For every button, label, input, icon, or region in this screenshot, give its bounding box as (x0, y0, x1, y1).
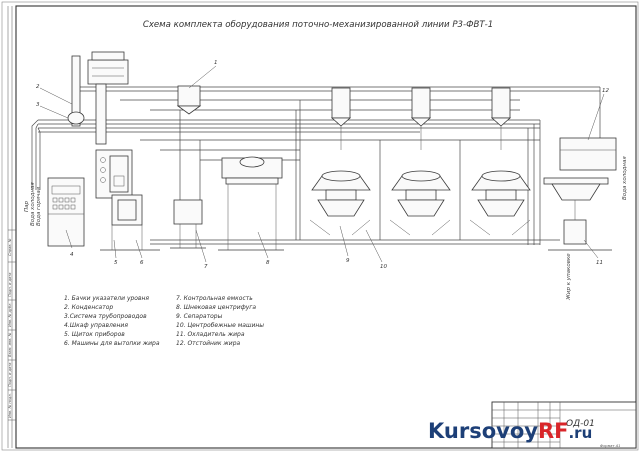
left-margin-strip: Справ. № Подп. и дата Инв. № дубл. Взам.… (7, 6, 16, 448)
watermark-part-ru: .ru (568, 424, 592, 442)
callout-number: 8 (266, 260, 270, 266)
screw-centrifuge (218, 156, 284, 251)
callout-number: 5 (114, 260, 118, 266)
separator-1 (309, 87, 371, 236)
callout-number: 6 (140, 260, 144, 266)
side-label-cold-water-right: Вода холодная (622, 156, 628, 200)
legend-item: 5. Щиток приборов (64, 331, 125, 338)
level-indicator-tank (176, 85, 202, 115)
margin-label: Подп. и дата (8, 363, 12, 387)
callout-number: 4 (70, 252, 74, 258)
watermark-part-kursovoy: Kursovoy (428, 419, 538, 443)
control-tank (170, 199, 206, 249)
margin-label: Инв. № подл. (8, 393, 12, 418)
side-label-steam: Пар (24, 200, 30, 212)
control-cabinet (47, 177, 85, 247)
rendering-machine (100, 194, 160, 251)
legend-item: 8. Шнековая центрифуга (176, 304, 256, 311)
callout-number: 11 (596, 260, 603, 266)
separator-3 (469, 87, 531, 236)
margin-label: Взам. инв. № (8, 332, 12, 357)
watermark-part-rf: RF (538, 419, 569, 443)
margin-label: Справ. № (8, 238, 12, 256)
callout-number: 9 (346, 258, 350, 264)
callout-number: 2 (36, 84, 40, 90)
callout-number: 7 (204, 264, 208, 270)
kursovoy-watermark: KursovoyRF.ru (428, 419, 592, 443)
legend-item: 6. Машины для вытопки жира (64, 340, 160, 347)
separator-2 (389, 87, 451, 236)
fat-cooler (548, 200, 612, 251)
callout-leaders (39, 65, 605, 263)
format-label: Формат А1 (600, 444, 620, 448)
legend-left: 1. Бачки указатели уровня 2. Конденсатор… (64, 295, 160, 347)
stamp-code: ОД-01 (566, 419, 595, 429)
legend-item: 7. Контрольная емкость (176, 295, 253, 302)
legend-item: 3.Система трубопроводов (64, 313, 147, 320)
callout-numbers: 1 2 3 4 5 6 7 8 9 10 11 12 (36, 60, 609, 270)
side-label-hot-water: Вода горячая (36, 186, 42, 226)
svg-text:KursovoyRF.ru: KursovoyRF.ru (428, 419, 592, 443)
legend-item: 10. Центробежные машины (176, 322, 264, 329)
legend-item: 2. Конденсатор (64, 304, 113, 311)
title-block: ОД-01 (491, 401, 637, 449)
legend-right: 7. Контрольная емкость 8. Шнековая центр… (176, 295, 264, 347)
condenser (67, 51, 129, 145)
drawing-title: Схема комплекта оборудования поточно-мех… (143, 20, 493, 30)
fat-settling-tank (543, 137, 617, 201)
drawing-frame (15, 5, 637, 449)
instrument-panel (95, 149, 133, 199)
legend-item: 12. Отстойник жира (176, 340, 240, 347)
side-label-fat-to-packing: Жир к упаковке (566, 253, 572, 301)
legend-item: 11. Охладитель жира (176, 331, 245, 338)
margin-label: Инв. № дубл. (8, 302, 12, 327)
callout-number: 1 (214, 60, 218, 66)
callout-number: 3 (36, 102, 40, 108)
callout-number: 10 (380, 264, 387, 270)
callout-number: 12 (602, 88, 609, 94)
legend-item: 1. Бачки указатели уровня (64, 295, 149, 302)
legend-item: 4.Шкаф управления (64, 322, 128, 329)
side-label-cold-water: Вода холодная (30, 182, 36, 226)
margin-label: Подп. и дата (8, 273, 12, 297)
legend-item: 9. Сепараторы (176, 313, 223, 320)
